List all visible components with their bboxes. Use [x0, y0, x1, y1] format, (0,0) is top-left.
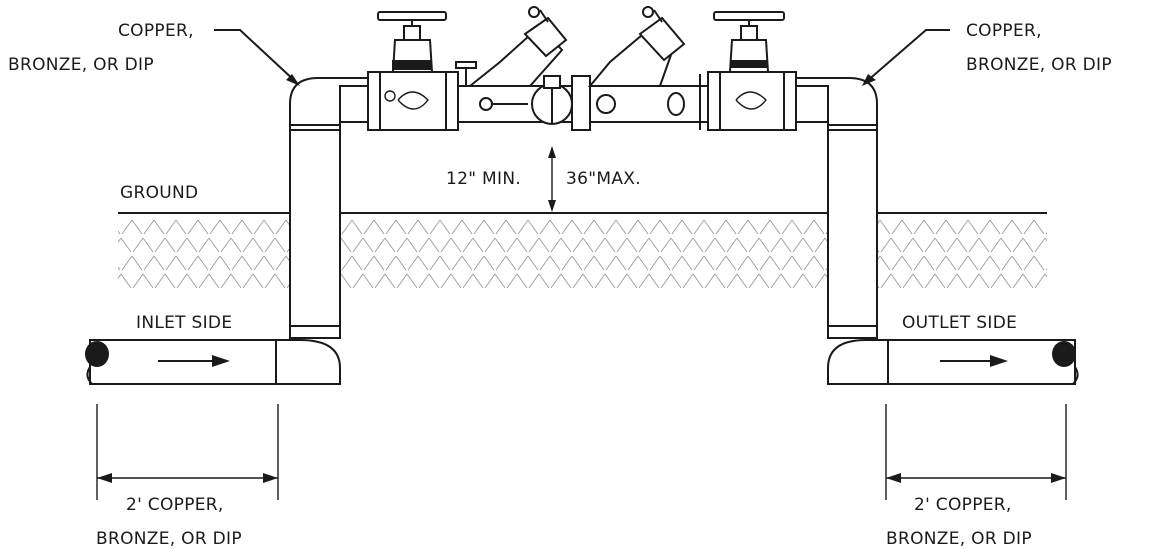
label-bottom-right-line1: 2' COPPER,: [914, 495, 1012, 515]
test-cock: [455, 61, 477, 86]
leader-top-left: [214, 29, 300, 86]
inlet-pipe: [85, 77, 373, 385]
relief-port: [531, 75, 573, 125]
inlet-length-dimension: [96, 404, 279, 500]
backflow-valve-assembly: [339, 6, 829, 131]
label-top-right-line2: BRONZE, OR DIP: [966, 55, 1112, 75]
label-outlet-side: OUTLET SIDE: [902, 313, 1017, 333]
outlet-length-dimension: [885, 404, 1067, 500]
leader-top-right: [862, 29, 950, 86]
right-shutoff-valve: [707, 11, 797, 131]
outlet-pipe: [789, 77, 1079, 385]
left-shutoff-valve: [367, 11, 459, 131]
label-inlet-side: INLET SIDE: [136, 313, 232, 333]
label-min-height: 12" MIN.: [446, 169, 521, 189]
inlet-flow-arrow: [158, 355, 230, 367]
label-top-right-line1: COPPER,: [966, 21, 1042, 41]
label-top-left-line2: BRONZE, OR DIP: [8, 55, 154, 75]
label-bottom-left-line1: 2' COPPER,: [126, 495, 224, 515]
label-bottom-left-line2: BRONZE, OR DIP: [96, 529, 242, 549]
outlet-flow-arrow: [940, 355, 1008, 367]
height-dimension: [548, 146, 556, 212]
second-check-valve: [587, 6, 701, 130]
label-top-left-line1: COPPER,: [118, 21, 194, 41]
ground-hatching: [118, 219, 1047, 289]
label-bottom-right-line2: BRONZE, OR DIP: [886, 529, 1032, 549]
label-ground: GROUND: [120, 183, 198, 203]
first-check-valve: [467, 6, 568, 111]
label-max-height: 36"MAX.: [566, 169, 641, 189]
